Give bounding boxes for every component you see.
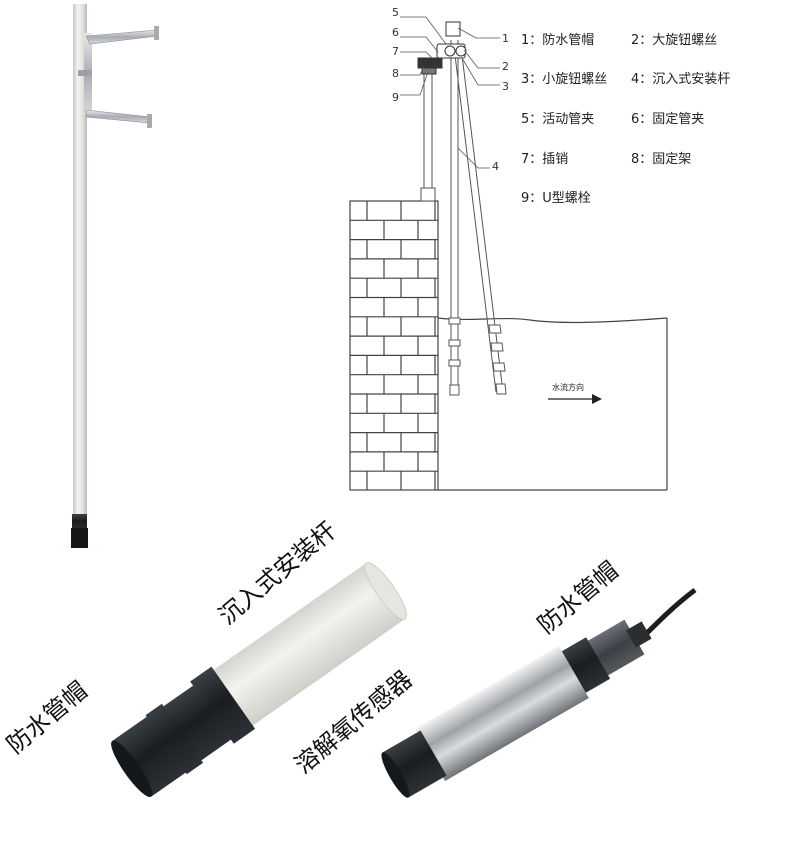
callout-4: 4	[492, 160, 499, 173]
flow-label: 水流方向	[552, 382, 584, 392]
brick-wall	[349, 200, 439, 491]
legend-item: 6：固定管夹	[631, 112, 705, 127]
legend-item: 4：沉入式安装杆	[631, 72, 731, 87]
callout-8: 8	[392, 67, 399, 80]
callout-7: 7	[392, 45, 399, 58]
white-pipe	[210, 563, 406, 728]
callout-9: 9	[392, 91, 399, 104]
water-tank	[437, 317, 668, 491]
arrow-right-icon	[592, 394, 602, 404]
bracket-top	[78, 26, 159, 115]
callout-lines	[400, 16, 500, 169]
sensor-body	[415, 646, 589, 781]
legend-item: 8：固定架	[631, 152, 692, 167]
bracket-bottom	[85, 109, 152, 128]
cap-end	[112, 715, 188, 797]
flow-direction: 水流方向	[548, 382, 602, 404]
callout-6: 6	[392, 26, 399, 39]
pole-bottom-cap	[72, 514, 87, 530]
callout-5: 5	[392, 6, 399, 19]
legend-item: 1：防水管帽	[521, 33, 595, 48]
main-rod	[448, 40, 461, 396]
callout-numbers: 5 6 7 8 9 1 2 3 4	[392, 6, 509, 173]
legend-item: 9：U型螺栓	[521, 191, 591, 206]
fixed-pipe	[420, 58, 436, 202]
sensor-cable	[638, 588, 697, 642]
cap-collar	[190, 666, 256, 744]
callout-1: 1	[502, 32, 509, 45]
legend-item: 5：活动管夹	[521, 112, 595, 127]
pole-pipe	[73, 4, 87, 516]
sensor-probe	[382, 730, 447, 798]
callout-3: 3	[502, 80, 509, 93]
legend-item: 3：小旋钮螺丝	[521, 72, 608, 87]
top-hardware	[417, 21, 467, 75]
slanted-rod	[454, 54, 507, 395]
callout-2: 2	[502, 60, 509, 73]
legend-item: 2：大旋钮螺丝	[631, 33, 718, 48]
legend-item: 7：插销	[521, 152, 569, 167]
